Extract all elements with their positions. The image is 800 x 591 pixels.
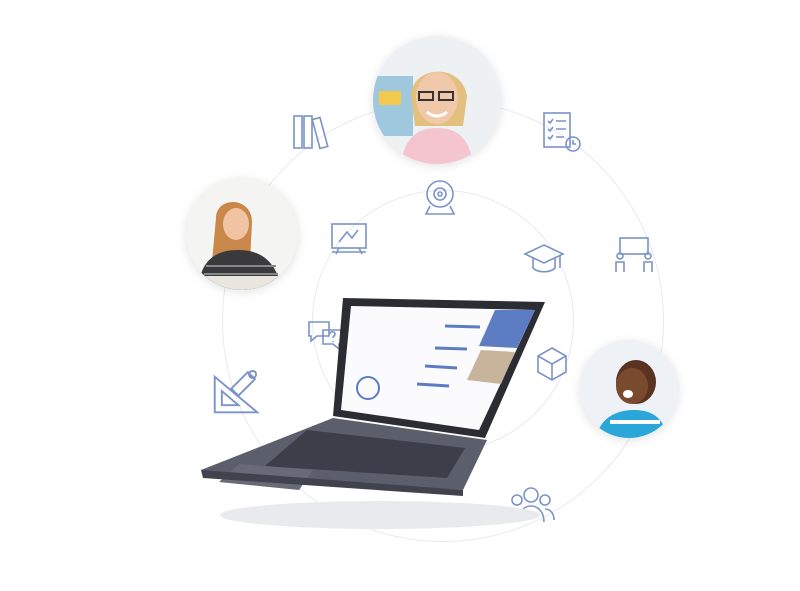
graduation-cap-icon <box>522 236 566 280</box>
screen-video-panel <box>467 350 515 384</box>
presentation-people-icon <box>612 232 656 276</box>
books-icon <box>290 110 334 154</box>
student-boy-avatar <box>580 340 678 438</box>
geometry-tools-icon <box>210 365 262 417</box>
screen-header-panel <box>479 310 535 348</box>
laptop-shadow <box>220 501 540 529</box>
laptop <box>195 290 565 530</box>
webcam-icon <box>418 176 462 220</box>
laptop-front-edge <box>201 470 463 496</box>
teacher-avatar <box>373 36 501 164</box>
screen-fingerprint-graphic <box>356 376 380 400</box>
student-girl-avatar <box>186 178 298 290</box>
screen-content-lines <box>416 324 481 388</box>
cube-icon <box>530 342 574 386</box>
laptop-keyboard <box>265 430 465 478</box>
checklist-clock-icon <box>540 110 584 154</box>
whiteboard-icon <box>327 216 371 260</box>
